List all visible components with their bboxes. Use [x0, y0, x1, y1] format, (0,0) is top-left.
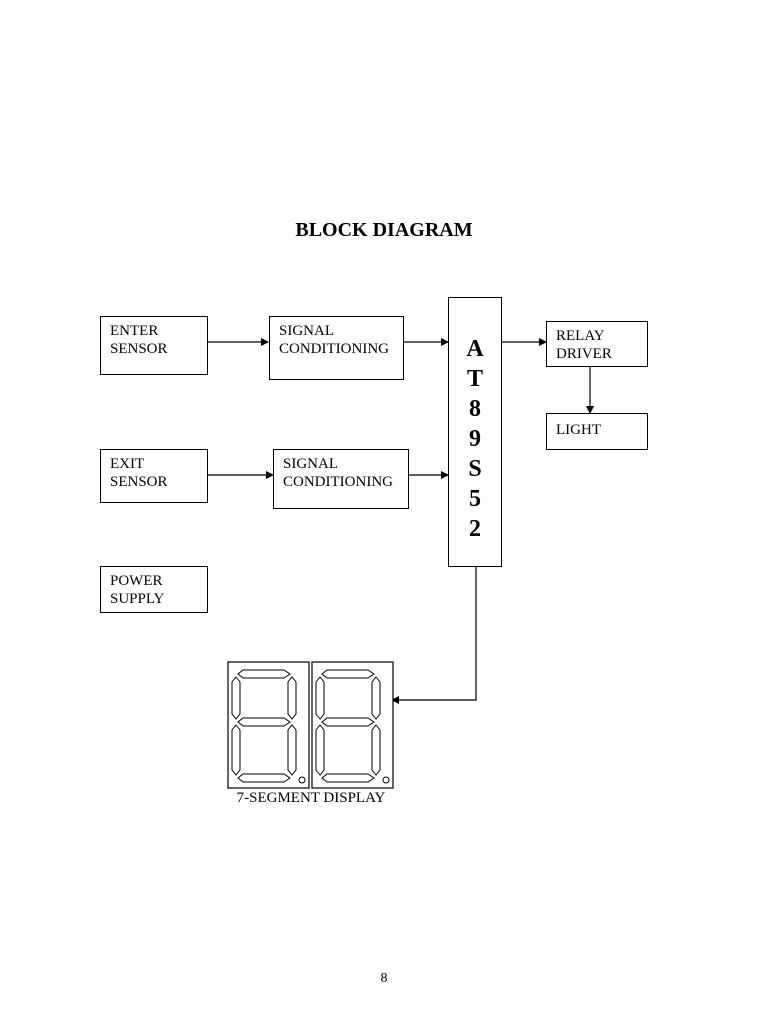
power-supply-label: POWER SUPPLY	[110, 573, 165, 607]
exit-sensor-label: EXIT SENSOR	[110, 456, 168, 490]
signal-conditioning-block-1: SIGNAL CONDITIONING	[269, 316, 404, 380]
relay-driver-block: RELAY DRIVER	[546, 321, 648, 367]
light-label: LIGHT	[556, 422, 601, 438]
microcontroller-label: A T 8 9 S 5 2	[466, 336, 484, 542]
signal-conditioning-label-2: SIGNAL CONDITIONING	[283, 456, 393, 490]
enter-sensor-label: ENTER SENSOR	[110, 323, 168, 357]
seven-segment-digit-1	[227, 661, 310, 789]
page-number: 8	[380, 971, 388, 986]
display-caption: 7-SEGMENT DISPLAY	[236, 790, 386, 806]
arrow-mcu-to-display	[391, 567, 477, 704]
power-supply-block: POWER SUPPLY	[100, 566, 208, 613]
signal-conditioning-block-2: SIGNAL CONDITIONING	[273, 449, 409, 509]
microcontroller-block: A T 8 9 S 5 2	[448, 297, 502, 567]
enter-sensor-block: ENTER SENSOR	[100, 316, 208, 375]
page-title: BLOCK DIAGRAM	[295, 219, 473, 241]
exit-sensor-block: EXIT SENSOR	[100, 449, 208, 503]
light-block: LIGHT	[546, 413, 648, 450]
signal-conditioning-label-1: SIGNAL CONDITIONING	[279, 323, 389, 357]
seven-segment-digit-2	[311, 661, 394, 789]
relay-driver-label: RELAY DRIVER	[556, 328, 612, 362]
seven-segment-display	[227, 661, 394, 789]
